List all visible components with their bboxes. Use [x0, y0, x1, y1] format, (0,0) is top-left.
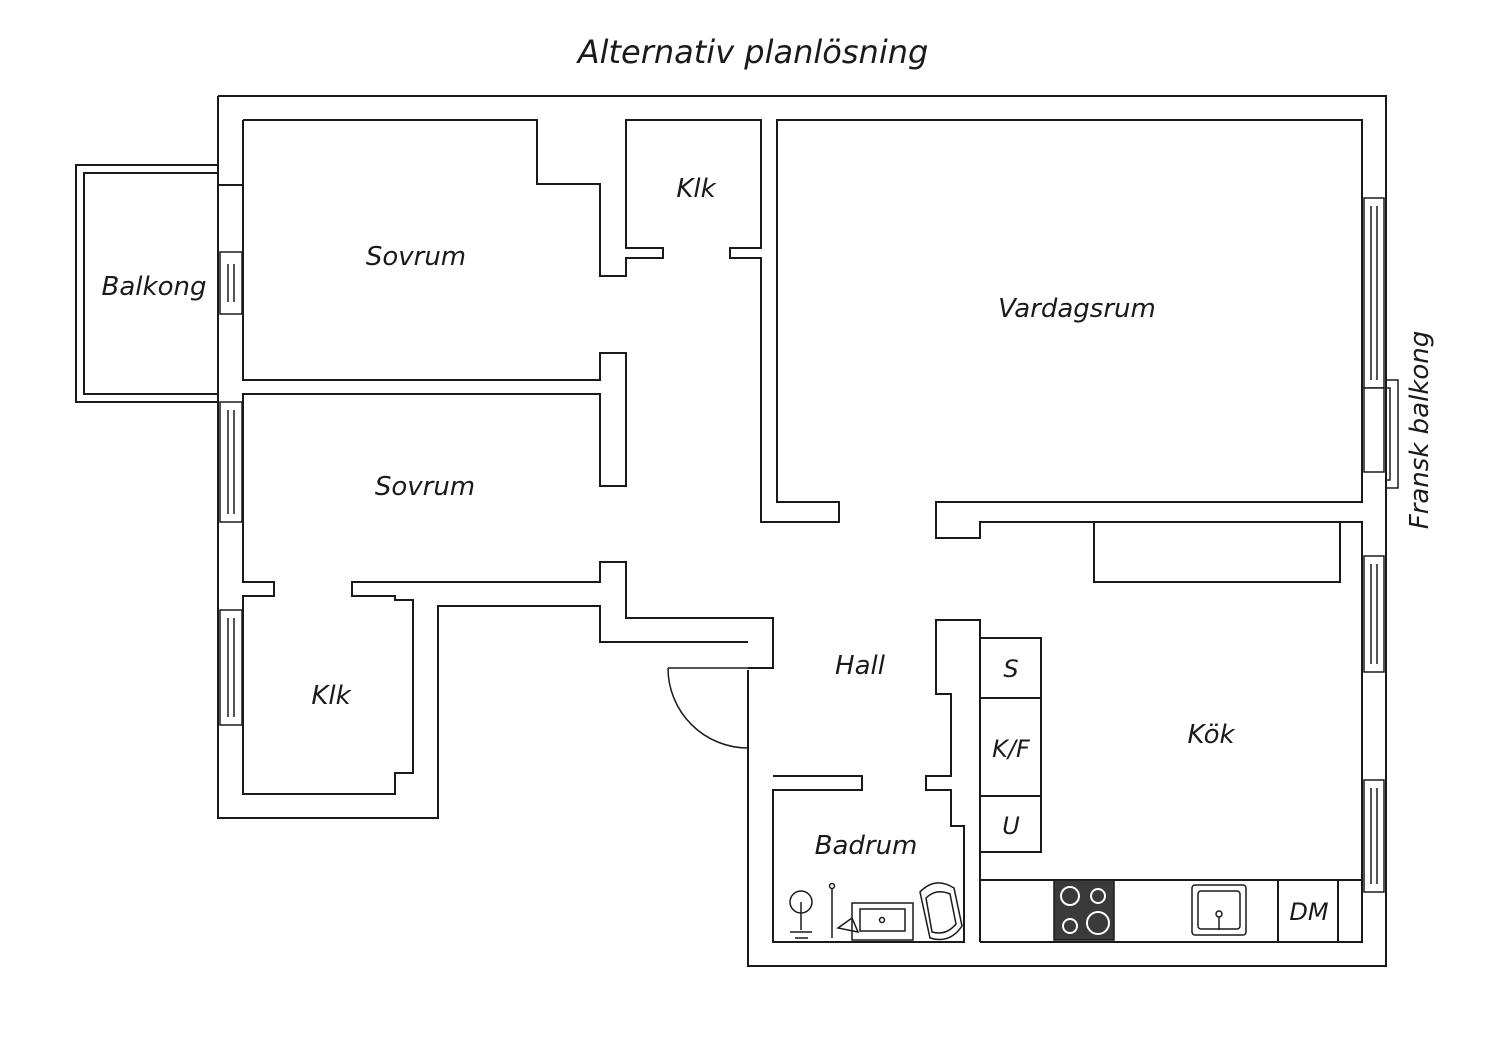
kitchen-sink-icon	[1191, 884, 1247, 936]
room-label-klk-bottom: Klk	[311, 681, 351, 711]
kitchen-counter	[980, 879, 1362, 942]
bathroom-walls	[772, 619, 981, 943]
room-label-vardagsrum: Vardagsrum	[998, 294, 1156, 324]
cabinet-s-label: S	[1003, 655, 1018, 683]
shower-icon	[789, 890, 813, 939]
cabinet-u-label: U	[1002, 812, 1020, 840]
outer-walls	[217, 95, 1387, 967]
bathroom-fixtures	[789, 882, 963, 941]
room-label-fransk-balkong: Fransk balkong	[1405, 331, 1435, 530]
room-label-kok: Kök	[1187, 720, 1235, 750]
room-label-balkong: Balkong	[102, 272, 207, 302]
kitchen-wall-cabinet	[1093, 521, 1341, 583]
entrance-door	[667, 667, 749, 749]
toilet-icon	[919, 882, 963, 941]
cabinet-column	[979, 637, 1042, 853]
bedroom-top-walls	[242, 119, 1363, 943]
room-label-klk-top: Klk	[676, 174, 716, 204]
dishwasher-label: DM	[1289, 898, 1328, 926]
cabinet-kf-label: K/F	[992, 735, 1031, 763]
windows-left	[219, 251, 243, 726]
shower-rail-icon	[828, 882, 836, 938]
balcony-left	[75, 164, 218, 403]
plan-title: Alternativ planlösning	[576, 33, 929, 71]
room-label-hall: Hall	[835, 651, 886, 681]
room-label-badrum: Badrum	[815, 831, 918, 861]
bathroom-sink-icon	[836, 902, 914, 941]
room-label-sovrum-top: Sovrum	[366, 242, 466, 272]
windows-right	[1363, 197, 1399, 893]
room-label-sovrum-mid: Sovrum	[375, 472, 475, 502]
